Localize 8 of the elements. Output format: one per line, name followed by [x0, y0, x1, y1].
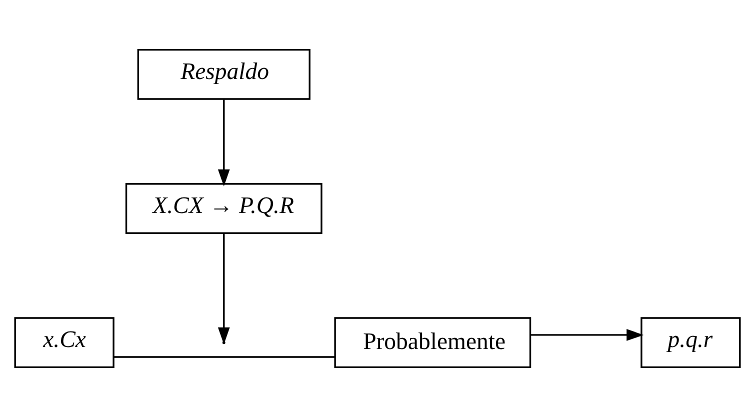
- arrow: [218, 99, 230, 186]
- node-box: p.q.r: [640, 316, 741, 368]
- node-box: Probablemente: [334, 316, 532, 368]
- node-box: x.Cx: [14, 316, 114, 368]
- connector: [114, 356, 335, 358]
- node-box: Respaldo: [137, 48, 310, 100]
- node-box: X.CX → P.Q.R: [125, 182, 322, 234]
- arrow: [530, 328, 644, 340]
